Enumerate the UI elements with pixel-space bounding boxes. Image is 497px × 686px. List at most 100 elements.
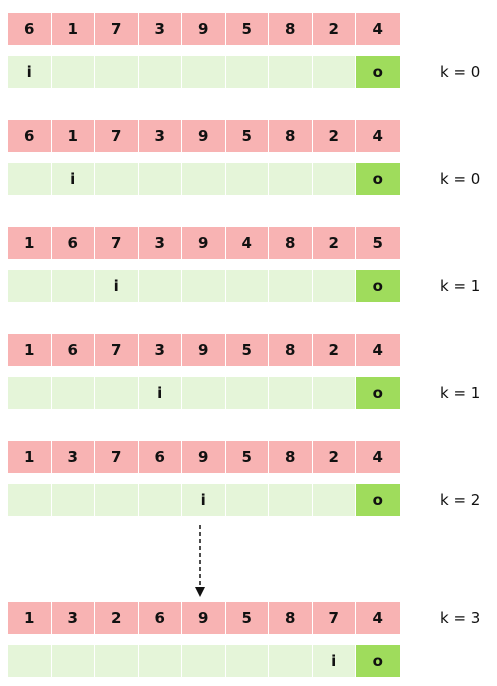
array-cell: 6: [138, 441, 182, 473]
arrow-head: [195, 587, 205, 597]
o-pointer-cell: o: [356, 163, 400, 195]
array-cell: 9: [182, 120, 226, 152]
pointer-cell: [51, 56, 95, 88]
pointer-cell: [269, 484, 313, 516]
pointer-cell: [8, 270, 52, 302]
pointer-cell: [269, 270, 313, 302]
array-cell: 5: [225, 441, 269, 473]
pointer-cell: [8, 377, 52, 409]
pointer-cell: [225, 645, 269, 677]
pointer-cell: [269, 163, 313, 195]
array-cell: 4: [356, 120, 400, 152]
pointer-cell: [225, 56, 269, 88]
array-cell: 2: [312, 13, 356, 45]
array-cell: 9: [182, 227, 226, 259]
pointer-cell: [225, 163, 269, 195]
array-cell: 8: [269, 602, 313, 634]
pointer-cell: [51, 377, 95, 409]
o-pointer-cell: o: [356, 270, 400, 302]
pointer-cell: [225, 377, 269, 409]
pointer-cell: [225, 270, 269, 302]
array-cell: 5: [356, 227, 400, 259]
array-cell: 3: [51, 602, 95, 634]
array-cell: 4: [356, 13, 400, 45]
dashed-down-arrow-icon: [195, 525, 205, 597]
array-cell: 3: [138, 13, 182, 45]
array-cell: 3: [138, 120, 182, 152]
array-cell: 3: [51, 441, 95, 473]
array-cell: 8: [269, 120, 313, 152]
array-cell: 7: [312, 602, 356, 634]
array-cell: 5: [225, 13, 269, 45]
array-cell: 7: [95, 13, 139, 45]
pointer-cell: [269, 645, 313, 677]
i-pointer-cell: i: [138, 377, 182, 409]
pointer-cell: [138, 645, 182, 677]
array-cell: 4: [225, 227, 269, 259]
pointer-cell: [312, 377, 356, 409]
pointer-cell: [95, 645, 139, 677]
array-cell: 1: [51, 120, 95, 152]
pointer-cell: [182, 377, 226, 409]
array-cell: 8: [269, 227, 313, 259]
array-cell: 4: [356, 602, 400, 634]
array-cell: 2: [312, 120, 356, 152]
array-cell: 6: [138, 602, 182, 634]
o-pointer-cell: o: [356, 56, 400, 88]
k-label: k = 1: [440, 277, 481, 295]
pointer-cell: [312, 56, 356, 88]
array-cell: 5: [225, 602, 269, 634]
pointer-cell: [138, 484, 182, 516]
array-cell: 8: [269, 13, 313, 45]
o-pointer-cell: o: [356, 377, 400, 409]
o-pointer-cell: o: [356, 645, 400, 677]
i-pointer-cell: i: [312, 645, 356, 677]
array-cell: 2: [312, 441, 356, 473]
array-cell: 4: [356, 441, 400, 473]
pointer-cell: [95, 163, 139, 195]
array-cell: 7: [95, 334, 139, 366]
array-cell: 4: [356, 334, 400, 366]
array-cell: 1: [8, 602, 52, 634]
pointer-cell: [95, 56, 139, 88]
pointer-cell: [225, 484, 269, 516]
pointer-cell: [182, 645, 226, 677]
array-cell: 2: [312, 334, 356, 366]
pointer-cell: [51, 270, 95, 302]
k-label: k = 3: [440, 609, 481, 627]
array-cell: 5: [225, 334, 269, 366]
array-cell: 9: [182, 334, 226, 366]
array-cell: 9: [182, 441, 226, 473]
pointer-cell: [182, 270, 226, 302]
array-cell: 9: [182, 13, 226, 45]
pointer-cell: [8, 484, 52, 516]
array-cell: 7: [95, 227, 139, 259]
array-cell: 9: [182, 602, 226, 634]
array-cell: 6: [51, 227, 95, 259]
k-label: k = 2: [440, 491, 481, 509]
array-cell: 7: [95, 441, 139, 473]
i-pointer-cell: i: [95, 270, 139, 302]
i-pointer-cell: i: [182, 484, 226, 516]
array-cell: 8: [269, 334, 313, 366]
pointer-cell: [312, 484, 356, 516]
k-label: k = 0: [440, 63, 481, 81]
pointer-cell: [182, 163, 226, 195]
pointer-cell: [138, 270, 182, 302]
array-cell: 8: [269, 441, 313, 473]
i-pointer-cell: i: [8, 56, 52, 88]
pointer-cell: [269, 377, 313, 409]
k-label: k = 0: [440, 170, 481, 188]
k-label: k = 1: [440, 384, 481, 402]
array-cell: 1: [51, 13, 95, 45]
